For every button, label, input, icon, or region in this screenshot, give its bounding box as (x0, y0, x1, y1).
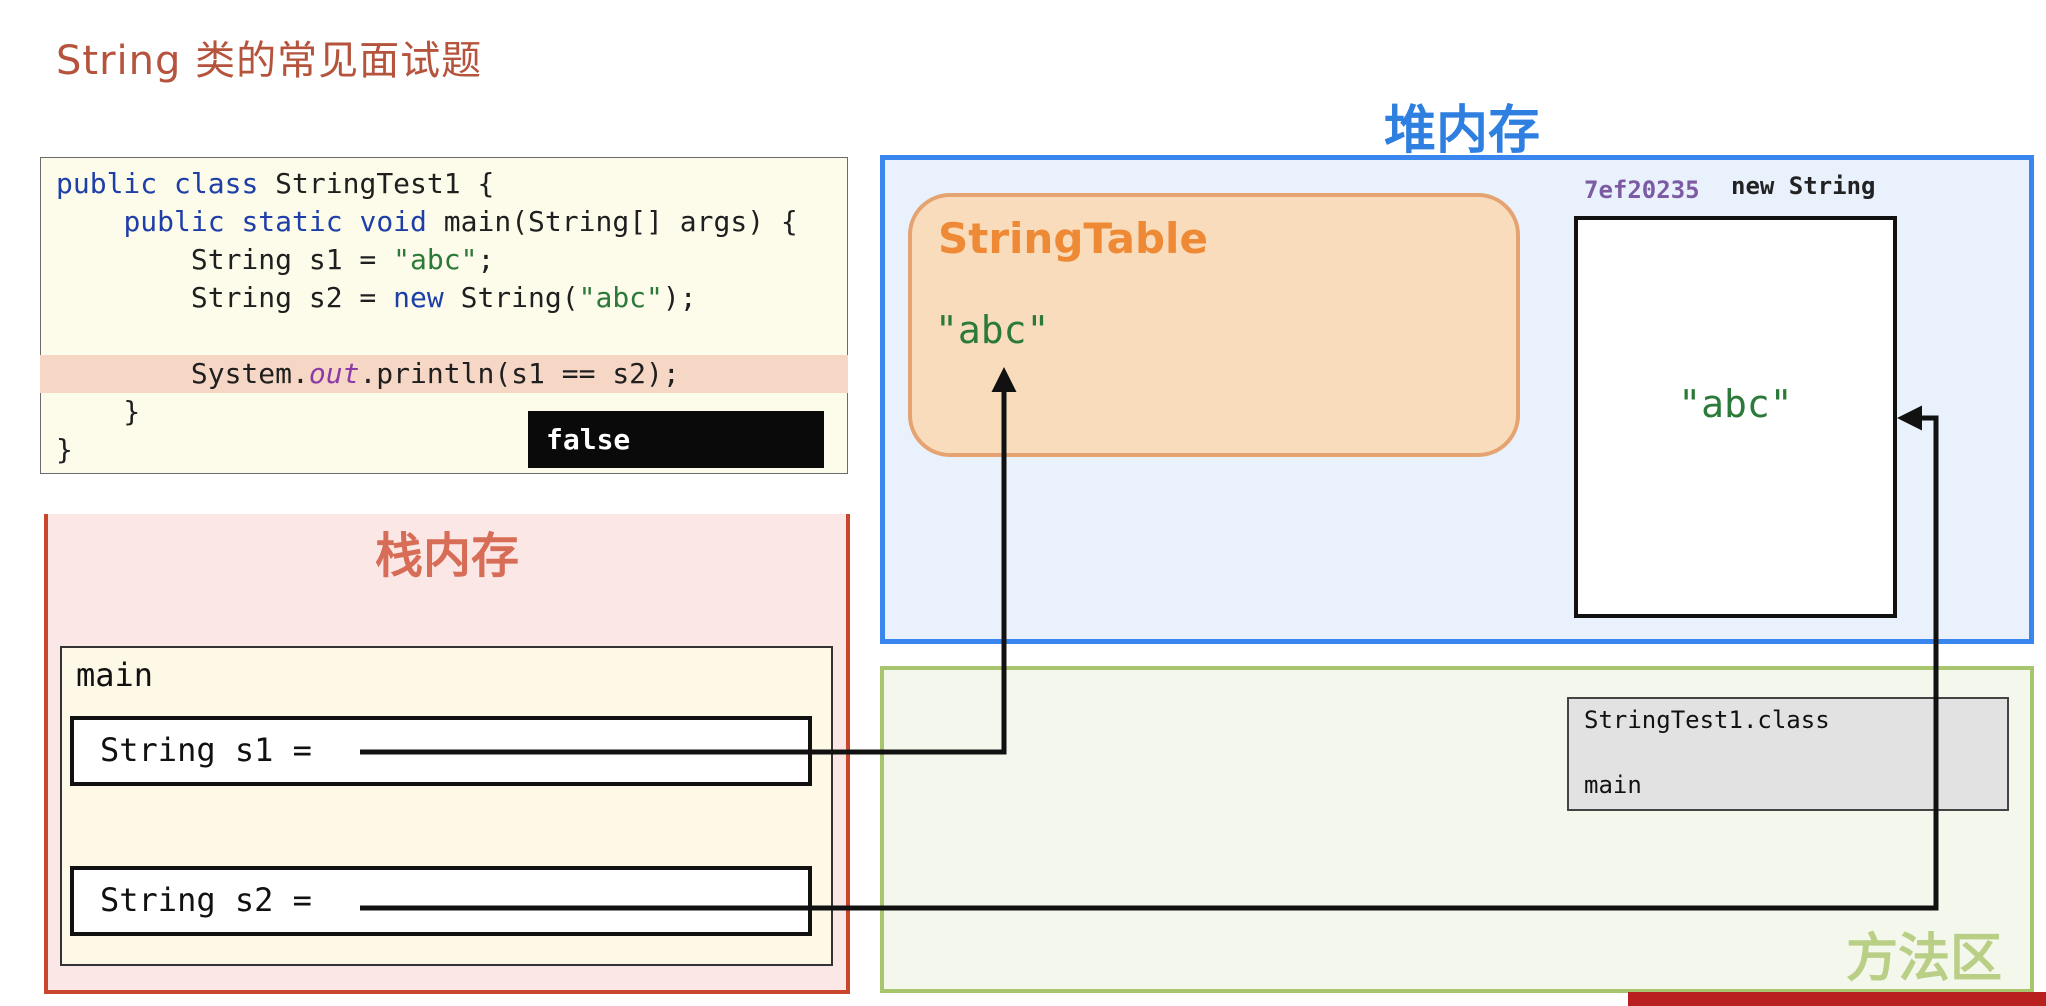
code-token: StringTest1 { (275, 167, 495, 200)
object-address: 7ef20235 (1584, 176, 1700, 204)
heap-memory-title: 堆内存 (1384, 101, 1541, 161)
variable-s1-label: String s1 = (100, 731, 312, 769)
code-token: public (123, 205, 242, 238)
string-table-title: StringTable (938, 214, 1208, 263)
code-line: public class StringTest1 { (40, 165, 848, 203)
code-line: } (40, 431, 848, 469)
code-token: out (308, 357, 360, 390)
class-method-name: main (1584, 771, 1642, 799)
pool-string-literal: "abc" (935, 308, 1050, 352)
code-token: ; (477, 243, 495, 276)
code-line: String s1 = "abc"; (40, 241, 848, 279)
slide-title: String 类的常见面试题 (56, 38, 483, 84)
variable-s1-slot: String s1 = (70, 716, 812, 786)
code-token: String s2 = (56, 281, 394, 314)
method-area-title: 方法区 (1846, 929, 2003, 989)
code-line: public static void main(String[] args) { (40, 203, 848, 241)
code-token: } (56, 395, 141, 428)
code-line (40, 317, 848, 355)
code-line-highlighted: System.out.println(s1 == s2); (40, 355, 848, 393)
code-token: main(String[] args) { (443, 205, 798, 238)
stack-memory-title: 栈内存 (374, 528, 519, 584)
class-name: StringTest1.class (1584, 706, 1830, 734)
code-token: new (393, 281, 461, 314)
code-token: class (174, 167, 276, 200)
console-output: false (528, 411, 824, 468)
code-token (56, 205, 123, 238)
variable-s2-slot: String s2 = (70, 866, 812, 936)
bottom-banner (1628, 992, 2046, 1006)
string-object-value: "abc" (1678, 382, 1793, 426)
variable-s2-label: String s2 = (100, 881, 312, 919)
code-line: } (40, 393, 848, 431)
code-token: } (56, 433, 73, 466)
code-token: String( (460, 281, 579, 314)
code-token: static (241, 205, 360, 238)
stack-frame-label: main (76, 656, 154, 694)
code-token: String s1 = (56, 243, 394, 276)
code-token: .println(s1 == s2); (359, 357, 680, 390)
code-token: void (359, 205, 444, 238)
code-token: "abc" (393, 243, 478, 276)
object-type-label: new String (1731, 172, 1876, 200)
code-line: String s2 = new String("abc"); (40, 279, 848, 317)
code-token: ); (662, 281, 697, 314)
code-token: System. (56, 357, 309, 390)
code-token: "abc" (578, 281, 663, 314)
code-token: public (56, 167, 175, 200)
